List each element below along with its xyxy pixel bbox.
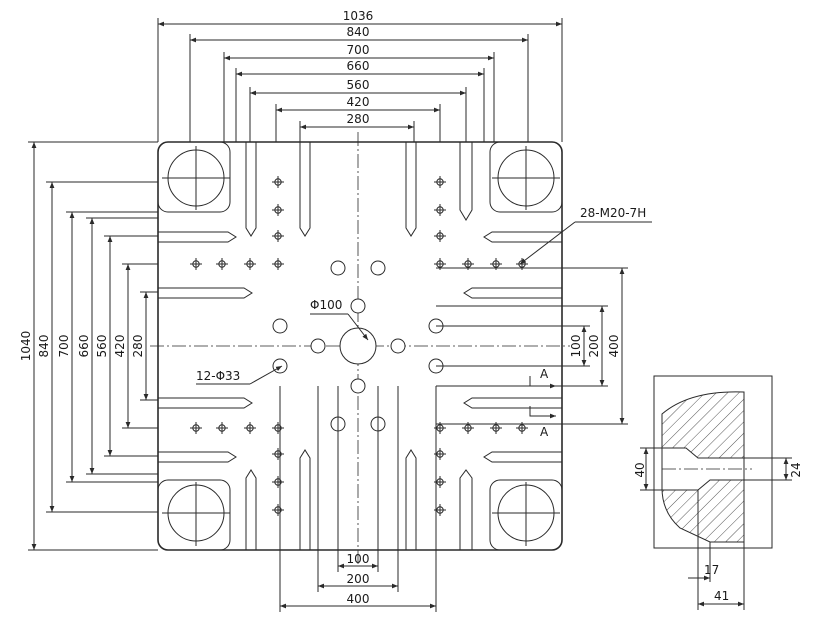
left-dimension-label: 280 [131,335,145,358]
platen [150,132,570,565]
callout-tapped-holes-label: 28-M20-7H [580,206,646,220]
tie-bar-hole-top-right [489,141,563,213]
left-dimension-label: 1040 [19,331,33,362]
left-dimensions: 1040 840 700 660 560 420 280 [19,141,158,551]
left-dimension-label: 840 [37,335,51,358]
right-dimensions: 100 200 400 [436,267,628,425]
detail-frame [653,375,773,549]
section-marker-a-bottom: A [540,425,549,439]
tie-bar-hole-top-left [157,141,231,213]
tapped-hole [434,204,446,216]
tapped-hole [434,422,446,434]
left-dimension-label: 700 [57,335,71,358]
tapped-hole [190,422,202,434]
top-dimension: 700 [223,43,495,142]
top-dimension-label: 560 [347,78,370,92]
section-marker-a-top: A [540,367,549,381]
bottom-dimension-label: 100 [347,552,370,566]
detail-dim-inner: 17 [704,563,719,577]
callout-center-bore-label: Φ100 [310,298,342,312]
left-dimension-label: 420 [113,335,127,358]
left-dimension: 700 [57,211,158,483]
tie-bar-hole-bottom-left [157,479,231,551]
t-slots [158,142,562,550]
callout-center-bore: Φ100 [310,298,369,341]
bottom-dimensions: 100 200 400 [279,386,437,612]
right-dimension-label: 100 [569,335,583,358]
top-dimension: 560 [249,78,467,142]
top-dimensions: 1036 840 700 660 560 420 280 [157,9,563,142]
section-markers: A A [529,367,556,439]
top-dimension: 280 [299,112,415,142]
bottom-dimension-label: 200 [347,572,370,586]
left-dimension: 420 [113,263,158,429]
bottom-dimension: 100 [337,386,379,572]
tapped-hole [190,258,202,270]
tapped-hole [272,422,284,434]
tapped-hole [272,230,284,242]
top-dimension-label: 280 [347,112,370,126]
tapped-hole [272,476,284,488]
tapped-hole [272,204,284,216]
tapped-hole [272,504,284,516]
right-dimension: 200 [436,305,608,387]
left-dimension-label: 560 [95,335,109,358]
tapped-hole [272,448,284,460]
tie-bar-holes [157,141,563,551]
tapped-hole [434,448,446,460]
tapped-hole [462,422,474,434]
callout-tapped-holes: 28-M20-7H [519,206,652,265]
tapped-hole [244,258,256,270]
top-dimension-label: 840 [347,25,370,39]
right-dimension: 100 [436,325,590,367]
left-dimension: 660 [77,217,158,475]
tapped-hole [244,422,256,434]
tapped-hole [216,258,228,270]
top-dimension-label: 660 [347,59,370,73]
bottom-dimension: 400 [279,386,437,612]
top-dimension: 420 [275,95,441,142]
left-dimension-label: 660 [77,335,91,358]
tapped-hole [434,230,446,242]
detail-dim-height: 40 [633,462,647,477]
tapped-hole [272,258,284,270]
tapped-hole [490,258,502,270]
section-detail: 40 24 17 41 [633,375,803,610]
right-dimension: 400 [436,267,628,425]
left-dimension: 280 [131,291,158,401]
right-dimension-label: 200 [587,335,601,358]
tapped-hole [434,476,446,488]
tapped-hole [216,422,228,434]
callout-through-holes-label: 12-Φ33 [196,369,240,383]
top-dimension-label: 700 [347,43,370,57]
top-dimension: 660 [235,59,485,142]
tie-bar-hole-bottom-right [489,479,563,551]
tapped-hole [434,176,446,188]
callout-through-holes: 12-Φ33 [196,365,283,385]
right-dimension-label: 400 [607,335,621,358]
top-dimension: 840 [189,25,529,142]
top-dimension-label: 1036 [343,9,374,23]
left-dimension: 1040 [19,141,158,551]
tapped-hole [272,176,284,188]
bottom-dimension: 200 [317,386,399,592]
top-dimension: 1036 [157,9,563,142]
top-dimension-label: 420 [347,95,370,109]
detail-dim-outer: 41 [714,589,729,603]
detail-dim-slot: 24 [789,462,803,477]
bottom-dimension-label: 400 [347,592,370,606]
left-dimension: 560 [95,235,158,457]
left-dimension: 840 [37,181,158,513]
